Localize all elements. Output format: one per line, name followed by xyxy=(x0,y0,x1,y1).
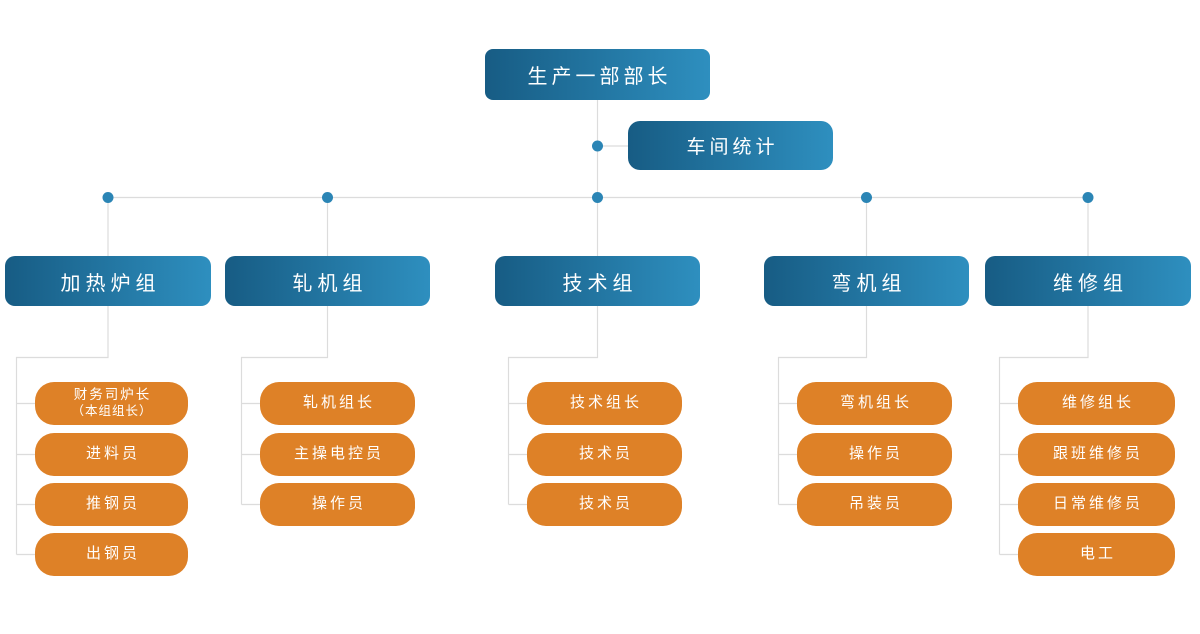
junction-dot-group-3 xyxy=(592,192,603,203)
member-node: 电工 xyxy=(1018,533,1175,576)
group-node-technical: 技术组 xyxy=(495,256,700,306)
member-label: 进料员 xyxy=(85,445,140,463)
member-label: 维修组长 xyxy=(1061,394,1134,412)
root-node: 生产一部部长 xyxy=(485,49,710,100)
member-node: 弯机组长 xyxy=(797,382,952,425)
member-label: 技术员 xyxy=(578,445,633,463)
member-label: 弯机组长 xyxy=(839,394,912,412)
group-label: 维修组 xyxy=(1053,272,1128,295)
member-label: 吊装员 xyxy=(848,495,903,513)
connector-group-maintenance xyxy=(998,197,1089,556)
member-node: 吊装员 xyxy=(797,483,952,526)
member-node: 跟班维修员 xyxy=(1018,433,1175,476)
connector-group-technical xyxy=(507,197,599,506)
group-node-rolling-mill: 轧机组 xyxy=(225,256,430,306)
member-label: 技术组长 xyxy=(569,394,642,412)
root-node-label: 生产一部部长 xyxy=(527,66,672,88)
group-label: 弯机组 xyxy=(831,272,907,295)
connector-group-bending-machine xyxy=(777,197,868,506)
member-label: 日常维修员 xyxy=(1052,495,1143,513)
member-node: 进料员 xyxy=(35,433,188,476)
staff-node-workshop-statistics: 车间统计 xyxy=(628,121,833,170)
group-node-heating-furnace: 加热炉组 xyxy=(5,256,211,306)
group-label: 技术组 xyxy=(562,272,638,295)
connector-group-rolling-mill xyxy=(240,197,329,506)
member-label: 推钢员 xyxy=(85,495,140,513)
member-node: 推钢员 xyxy=(35,483,188,526)
member-label: 跟班维修员 xyxy=(1052,445,1143,463)
member-node: 财务司炉长 （本组组长） xyxy=(35,382,188,425)
member-node: 主操电控员 xyxy=(260,433,415,476)
junction-dot-group-2 xyxy=(322,192,333,203)
group-label: 加热炉组 xyxy=(60,272,161,295)
member-label: 主操电控员 xyxy=(293,445,384,463)
member-label: 技术员 xyxy=(578,495,633,513)
connector-group-heating-furnace xyxy=(15,197,109,556)
member-label: 轧机组长 xyxy=(302,394,375,412)
group-node-bending-machine: 弯机组 xyxy=(764,256,969,306)
member-label: 操作员 xyxy=(848,445,903,463)
member-node: 出钢员 xyxy=(35,533,188,576)
junction-dot-group-5 xyxy=(1082,192,1094,203)
member-node: 维修组长 xyxy=(1018,382,1175,425)
member-node: 技术员 xyxy=(527,483,682,526)
group-node-maintenance: 维修组 xyxy=(985,256,1191,306)
junction-dot-staff xyxy=(592,140,603,152)
member-sublabel: （本组组长） xyxy=(71,404,153,419)
member-node: 操作员 xyxy=(797,433,952,476)
staff-node-label: 车间统计 xyxy=(686,137,779,158)
junction-dot-group-4 xyxy=(861,192,872,203)
member-label: 出钢员 xyxy=(85,545,140,563)
member-node: 操作员 xyxy=(260,483,415,526)
member-node: 技术员 xyxy=(527,433,682,476)
group-label: 轧机组 xyxy=(292,272,368,295)
junction-dot-group-1 xyxy=(102,192,114,203)
member-node: 轧机组长 xyxy=(260,382,415,425)
member-label: 财务司炉长 xyxy=(73,387,152,403)
member-node: 日常维修员 xyxy=(1018,483,1175,526)
member-node: 技术组长 xyxy=(527,382,682,425)
member-label: 操作员 xyxy=(311,495,366,513)
member-label: 电工 xyxy=(1079,545,1116,563)
